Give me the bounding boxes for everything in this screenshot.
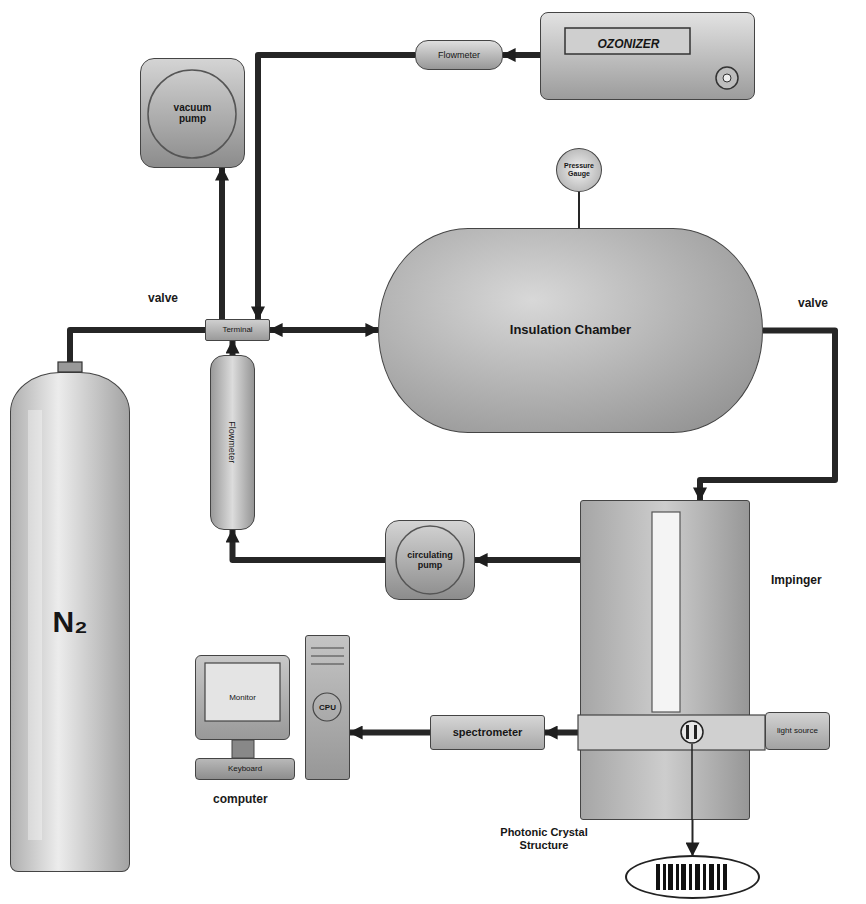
- light-source: light source: [765, 712, 830, 750]
- nitrogen-cylinder: N₂: [10, 372, 130, 872]
- node-text: OZONIZER: [566, 31, 691, 57]
- crystal-layers: [656, 864, 727, 890]
- spectrometer: spectrometer: [430, 715, 545, 750]
- monitor: Monitor: [195, 655, 290, 740]
- gas-pipe: [270, 327, 378, 333]
- impinger-tube: [652, 512, 680, 712]
- gas-pipe: [545, 730, 580, 736]
- vacuum-pump: vacuum pump: [140, 58, 245, 168]
- node-text: Insulation Chamber: [510, 323, 631, 338]
- node-text: Keyboard: [228, 764, 262, 773]
- pump-rotor: [148, 70, 236, 158]
- leader-line: [691, 744, 693, 820]
- ozonizer-unit: OZONIZER: [540, 12, 755, 100]
- node-text: Flowmeter: [227, 421, 237, 463]
- optical-tube: [578, 715, 765, 750]
- gas-pipe: [230, 341, 236, 355]
- sensor-bar: [694, 725, 697, 739]
- ozonizer-knob: [716, 67, 738, 89]
- keyboard: Keyboard: [195, 758, 295, 780]
- flowmeter: Flowmeter: [210, 355, 255, 530]
- ozonizer-display: [565, 28, 690, 54]
- gas-pipe: [475, 557, 580, 563]
- pump-rotor: [396, 526, 464, 594]
- gas-pipe: [350, 730, 430, 736]
- pressure-gauge: Pressure Gauge: [556, 148, 602, 192]
- drive-bay: [311, 647, 344, 648]
- node-text: Impinger: [769, 573, 824, 589]
- ozonizer-knob-center: [723, 74, 731, 82]
- monitor-stand: [232, 740, 254, 758]
- node-text: vacuum pump: [161, 102, 225, 125]
- cpu-tower: CPU: [305, 635, 350, 780]
- terminal-junction: Terminal: [205, 319, 270, 341]
- flowmeter: Flowmeter: [415, 40, 503, 70]
- sensor-bar: [686, 725, 689, 739]
- node-text: Pressure Gauge: [562, 162, 596, 178]
- gas-pipe: [219, 168, 225, 319]
- node-text: spectrometer: [453, 726, 523, 739]
- sensor-spot: [681, 721, 703, 743]
- node-text: N₂: [53, 605, 88, 640]
- impinger: Impinger: [580, 500, 750, 820]
- node-text: Photonic Crystal Structure: [487, 825, 601, 852]
- valve-label: valve: [148, 291, 178, 305]
- gas-pipe: [233, 530, 386, 560]
- cylinder-valve: [58, 362, 82, 372]
- drive-bay: [311, 663, 344, 664]
- node-text: Monitor: [229, 693, 256, 702]
- cylinder-highlight: [28, 410, 42, 840]
- part-label: computer: [213, 792, 268, 806]
- drive-bay: [311, 655, 344, 656]
- leader-arrow: [692, 820, 694, 855]
- circulating-pump: circulating pump: [385, 520, 475, 600]
- monitor-screen: [205, 663, 280, 721]
- cpu-badge: [313, 693, 341, 721]
- gas-pipe: [578, 192, 580, 228]
- valve-label: valve: [798, 296, 828, 310]
- node-text: light source: [777, 726, 818, 735]
- insulation-chamber: Insulation Chamber: [378, 228, 763, 433]
- node-text: CPU: [319, 703, 336, 712]
- photonic-crystal: Photonic Crystal Structure: [625, 855, 760, 899]
- node-text: circulating pump: [400, 550, 460, 571]
- gas-pipe: [503, 52, 540, 58]
- gas-pipe: [70, 330, 205, 372]
- node-text: Terminal: [222, 325, 252, 334]
- node-text: Flowmeter: [438, 50, 480, 60]
